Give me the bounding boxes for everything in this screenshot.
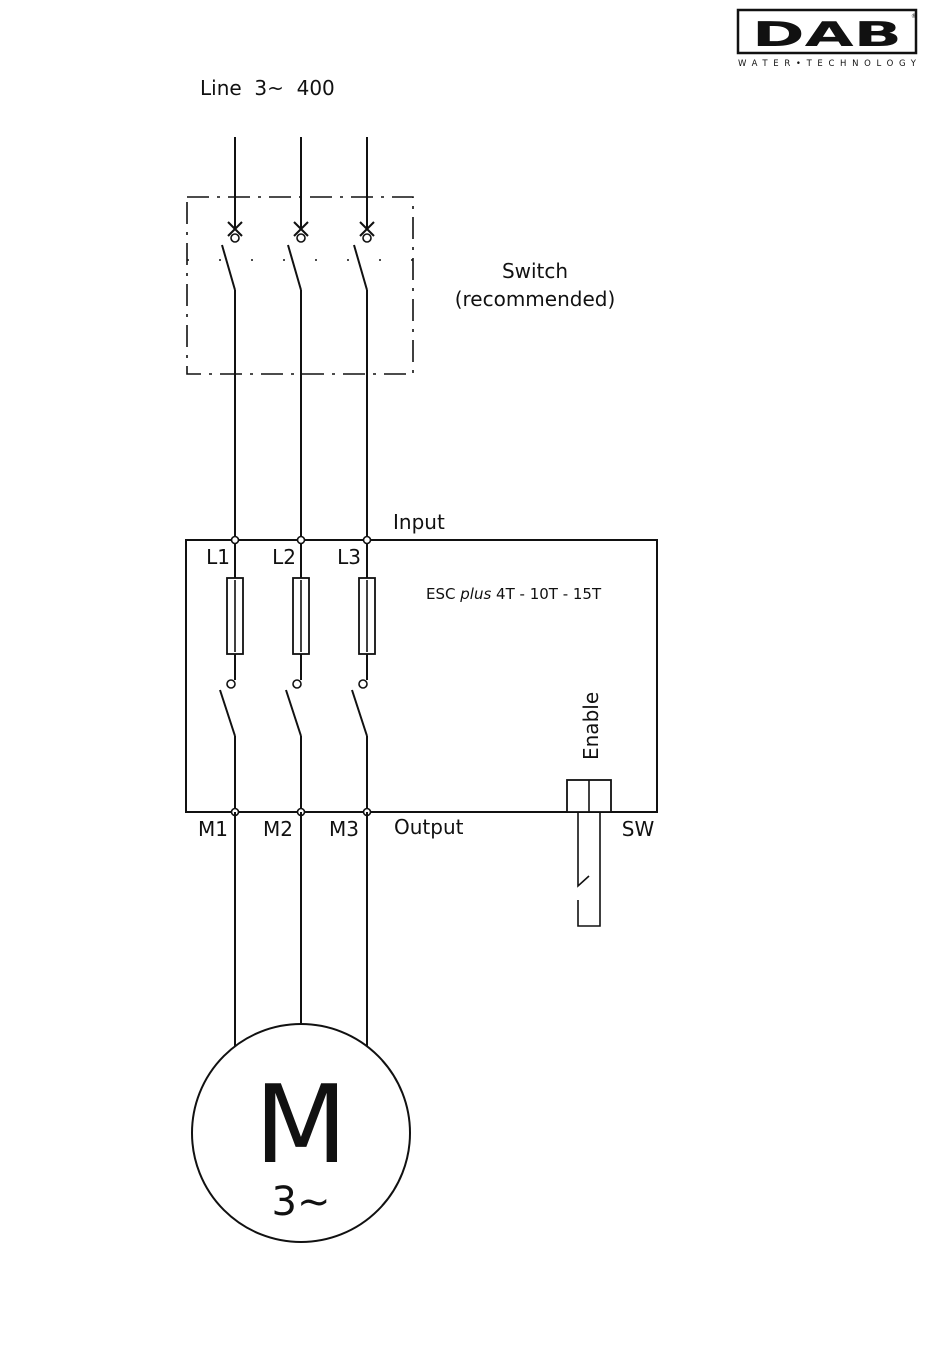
terminal-label-l1: L1	[206, 545, 230, 569]
terminal-label-l3: L3	[337, 545, 361, 569]
phase-3-internal	[352, 540, 375, 812]
motor-letter: M	[254, 1063, 347, 1188]
input-label: Input	[393, 510, 445, 534]
external-enable-switch	[578, 812, 600, 926]
motor-phase: 3~	[272, 1179, 331, 1225]
switch-pole-3	[354, 222, 374, 374]
terminal-label-m2: M2	[263, 817, 293, 841]
switch-label-line2: (recommended)	[455, 287, 616, 311]
switch-pole-2	[288, 222, 308, 374]
terminal-l3	[364, 537, 371, 544]
phase-2-internal	[286, 540, 309, 812]
logo-wordmark: DAB	[752, 15, 902, 55]
enable-label: Enable	[579, 692, 603, 760]
terminal-label-m3: M3	[329, 817, 359, 841]
terminal-l2	[298, 537, 305, 544]
controller-box	[186, 537, 657, 816]
supply-label: Line 3~ 400	[200, 76, 335, 100]
switch-label-line1: Switch	[502, 259, 568, 283]
model-label: ESC plus 4T - 10T - 15T	[426, 585, 602, 603]
motor-leads	[235, 812, 367, 1046]
logo-registered-mark: ®	[911, 13, 917, 20]
dab-logo: DAB ® WATER•TECHNOLOGY	[738, 10, 917, 69]
terminal-label-m1: M1	[198, 817, 228, 841]
feeder-lines	[235, 374, 367, 540]
phase-1-internal	[220, 540, 243, 812]
terminal-l1	[232, 537, 239, 544]
terminal-label-l2: L2	[272, 545, 296, 569]
switch-pole-1	[222, 222, 242, 374]
incoming-lines	[235, 137, 367, 228]
motor-symbol: M 3~	[192, 1024, 410, 1242]
output-label: Output	[394, 815, 464, 839]
sw-label: SW	[622, 817, 655, 841]
logo-tagline: WATER•TECHNOLOGY	[738, 59, 917, 69]
